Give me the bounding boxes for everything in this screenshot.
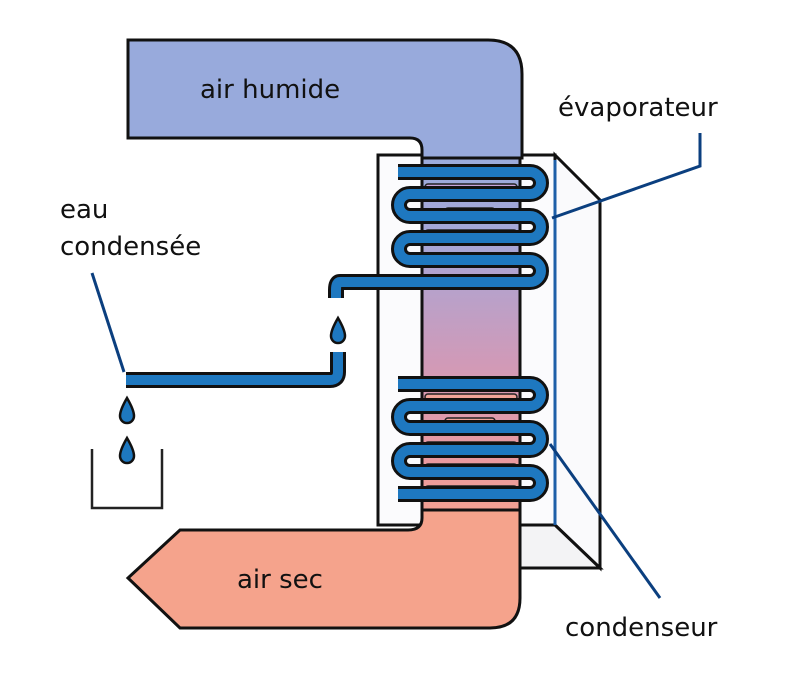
droplet-icon bbox=[329, 315, 347, 345]
label-condenseur: condenseur bbox=[565, 613, 718, 643]
evaporator-leader bbox=[551, 133, 702, 220]
humid-air-duct bbox=[126, 38, 524, 160]
condensate-leader bbox=[90, 272, 126, 373]
dry-air-duct bbox=[125, 508, 522, 630]
label-air-humide: air humide bbox=[200, 75, 340, 105]
leader-lines bbox=[90, 133, 702, 599]
label-air-sec: air sec bbox=[237, 565, 323, 595]
water-container bbox=[90, 449, 164, 510]
label-evaporateur: évaporateur bbox=[558, 93, 718, 123]
droplet-icon bbox=[118, 435, 136, 465]
evaporator-coil bbox=[328, 164, 549, 298]
condensate-drain-pipe bbox=[126, 352, 346, 388]
label-condensee: condensée bbox=[60, 232, 201, 262]
condenser-leader bbox=[548, 443, 662, 599]
condenser-coil bbox=[391, 376, 549, 502]
label-eau: eau bbox=[60, 195, 108, 225]
droplet-icon bbox=[118, 395, 136, 425]
water-droplets bbox=[118, 315, 347, 465]
